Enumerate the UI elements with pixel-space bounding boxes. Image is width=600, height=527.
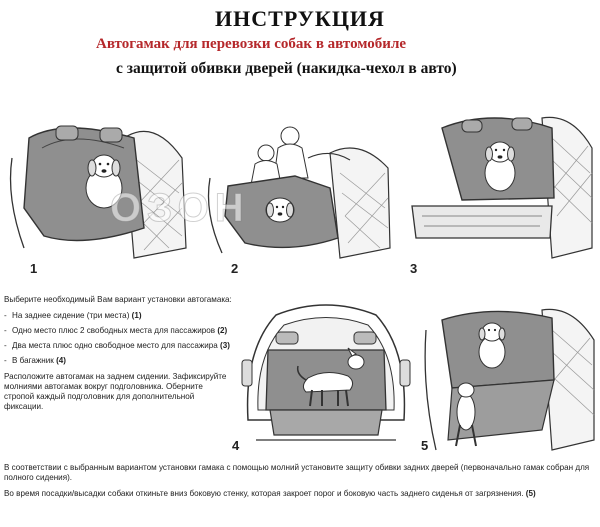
dog-on-seat-drawing	[478, 322, 506, 369]
page-subtitle: Автогамак для перевозки собак в автомоби…	[96, 36, 407, 52]
option-item: Одно место плюс 2 свободных места для па…	[4, 326, 232, 336]
dog-lying-drawing	[265, 197, 295, 223]
page-title: ИНСТРУКЦИЯ	[215, 6, 385, 31]
option-item: На заднее сидение (три места) (1)	[4, 311, 232, 321]
instructions-text: Выберите необходимый Вам вариант установ…	[4, 295, 232, 418]
step-number-4: 4	[232, 438, 240, 453]
instructions-mounting: Расположите автогамак на заднем сидении.…	[4, 371, 227, 411]
dog-jumping-drawing	[455, 382, 477, 447]
illustration-step-4	[236, 290, 416, 458]
dog-sitting-right-drawing	[484, 141, 516, 192]
trunk-hammock-drawing	[241, 304, 411, 441]
step-number-5: 5	[421, 438, 429, 453]
option-item: В багажник (4)	[4, 356, 232, 366]
dog-sitting-drawing	[85, 154, 123, 209]
step-number-2: 2	[231, 261, 239, 276]
seat-hammock-partial-drawing	[207, 126, 391, 259]
bottom-instructions: В соответствии с выбранным вариантом уст…	[4, 463, 594, 505]
side-flap-drawing	[424, 308, 595, 451]
seat-hammock-full-drawing	[9, 125, 187, 259]
instructions-intro: Выберите необходимый Вам вариант установ…	[4, 295, 232, 304]
page-subtitle-secondary: с защитой обивки дверей (накидка-чехол в…	[116, 60, 457, 77]
option-item: Два места плюс одно свободное место для …	[4, 341, 232, 351]
illustration-step-2	[200, 98, 396, 268]
side-flap-text: Во время посадки/высадки собаки откиньте…	[4, 489, 536, 499]
passenger-figures-drawing	[249, 126, 351, 191]
door-protection-text: В соответствии с выбранным вариантом уст…	[4, 463, 590, 483]
illustration-step-5	[422, 290, 596, 458]
step-number-1: 1	[30, 261, 38, 276]
illustration-step-1	[4, 98, 194, 268]
step-number-3: 3	[410, 261, 418, 276]
dog-standing-drawing	[296, 347, 365, 407]
illustration-step-3	[402, 98, 596, 268]
seat-hammock-two-seats-drawing	[411, 116, 593, 259]
